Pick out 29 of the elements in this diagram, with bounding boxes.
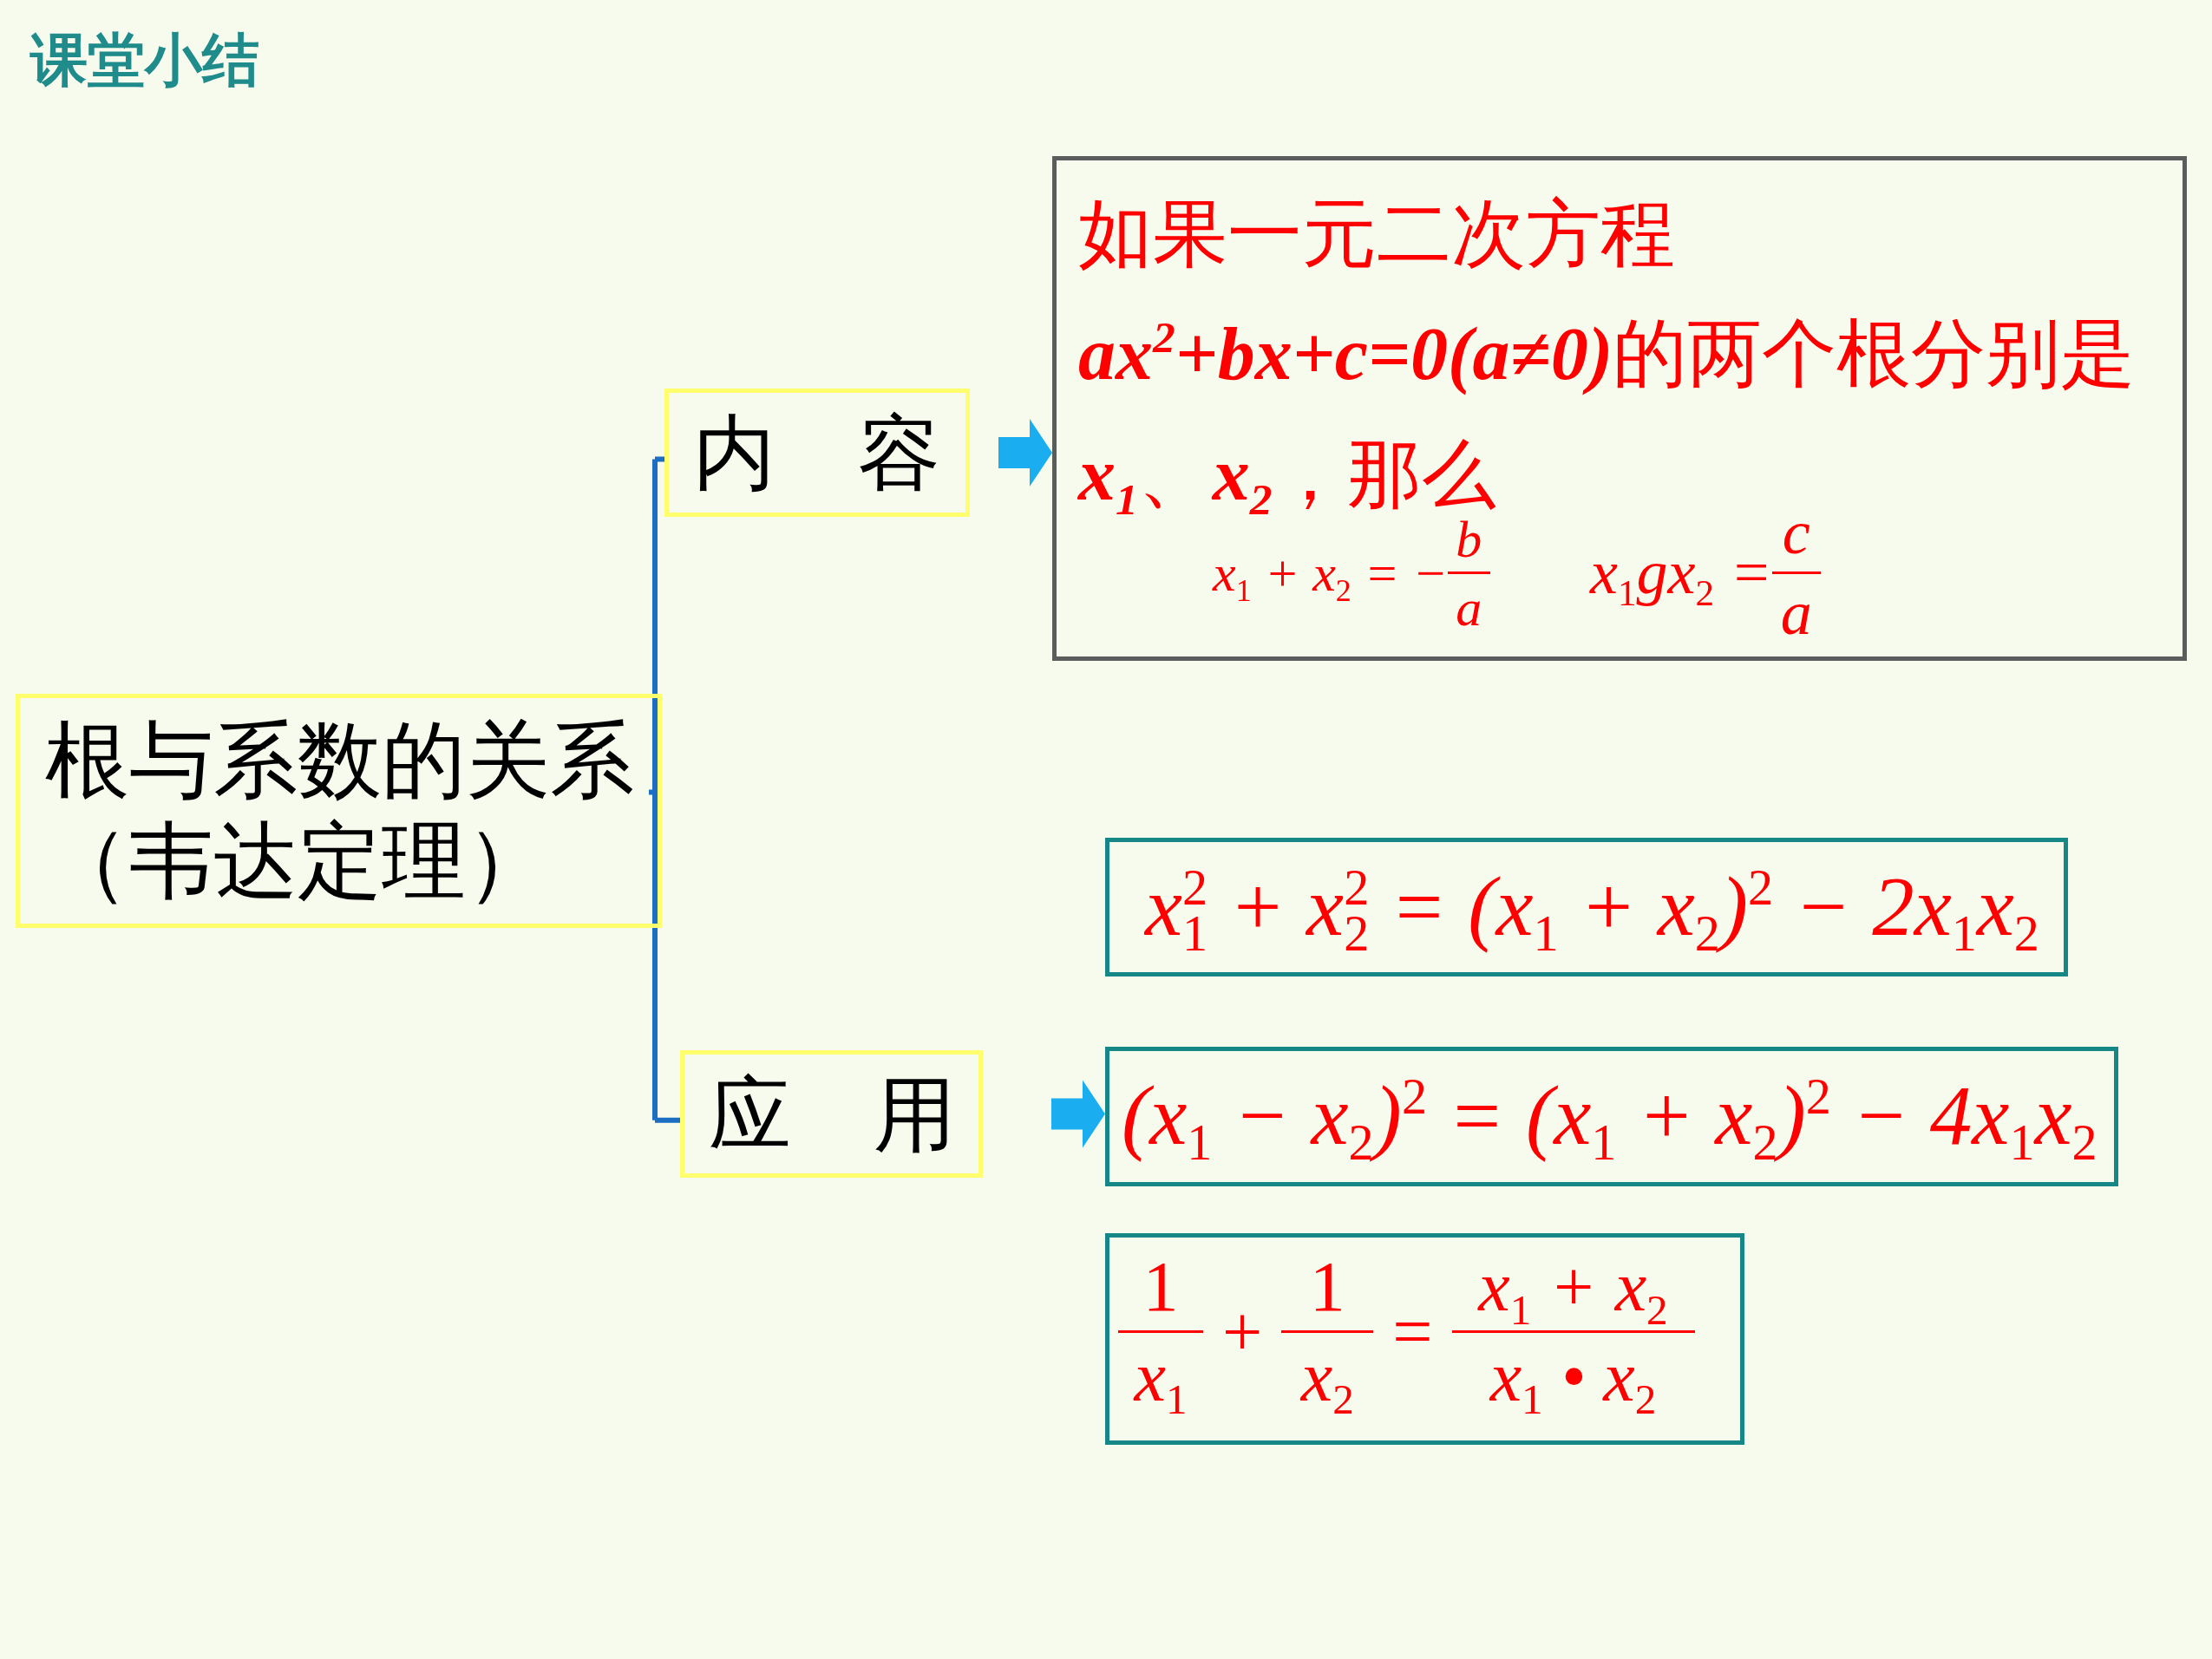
formula: (x$_{1}$ − x$_{2}$)$^{2}$ = (x$_{1}$ + x$_{2}$)$^{2}$ − 4x$_{1}$x$_{2}$ xyxy=(1122,1069,2097,1163)
topic-box xyxy=(16,694,662,928)
denominator: a xyxy=(1456,578,1482,637)
branch-label: 应 用 xyxy=(709,1066,957,1162)
formula: x$_{1}$gx$_{2}$ = xyxy=(1590,539,1772,608)
formula: x$_{1}$$^{2}$ + x$_{2}$$^{2}$ = (x$_{1}$ + x$_{2}$)$^{2}$ − 2x$_{1}$x$_{2}$ xyxy=(1145,860,2039,954)
title: 课堂小结 xyxy=(30,29,259,92)
arrow xyxy=(1051,1080,1105,1148)
denominator: x$_{2}$ xyxy=(1300,1337,1354,1416)
branch-box xyxy=(664,389,970,517)
branch-label: 内 容 xyxy=(693,405,941,500)
content-box xyxy=(1052,156,2187,661)
denominator: a xyxy=(1780,578,1812,648)
formula-box xyxy=(1105,1233,1744,1445)
bracket xyxy=(646,456,683,1123)
numerator: 1 xyxy=(1142,1248,1179,1327)
denominator: x$_{1}$ xyxy=(1134,1337,1188,1416)
formula-box xyxy=(1105,838,2068,976)
formula-box xyxy=(1105,1047,2118,1186)
branch-box xyxy=(680,1050,983,1178)
plus-sign: + xyxy=(1222,1292,1263,1372)
numerator: 1 xyxy=(1309,1248,1345,1327)
topic-text: 根与系数的关系（韦达定理） xyxy=(45,710,635,911)
arrow xyxy=(998,419,1052,487)
denominator: x$_{1}$ • x$_{2}$ xyxy=(1489,1337,1657,1416)
formula: x$_{1}$ + x$_{2}$ = − xyxy=(1213,545,1448,602)
numerator: c xyxy=(1782,499,1810,568)
equals-sign: = xyxy=(1392,1292,1433,1372)
numerator: x$_{1}$ + x$_{2}$ xyxy=(1478,1248,1668,1327)
